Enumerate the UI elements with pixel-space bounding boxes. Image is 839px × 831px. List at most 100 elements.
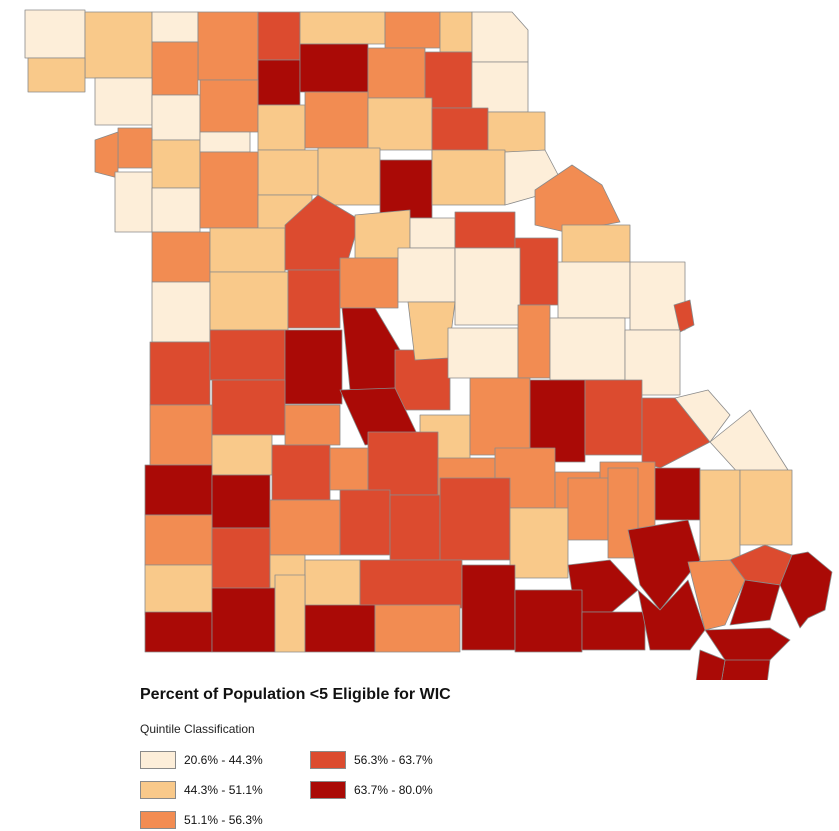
county-region bbox=[534, 164, 621, 233]
county-region bbox=[304, 91, 369, 149]
legend-label-class-2: 44.3% - 51.1% bbox=[184, 783, 263, 797]
county-region bbox=[629, 261, 686, 331]
county-region bbox=[339, 257, 399, 309]
county-region bbox=[257, 149, 319, 196]
legend-swatch-class-3 bbox=[140, 811, 176, 829]
legend-label-class-3: 51.1% - 56.3% bbox=[184, 813, 263, 827]
county-region bbox=[447, 327, 519, 379]
county-region bbox=[431, 149, 506, 206]
county-region bbox=[517, 304, 551, 379]
county-region bbox=[199, 151, 259, 229]
county-region bbox=[211, 587, 276, 653]
legend-label-class-1: 20.6% - 44.3% bbox=[184, 753, 263, 767]
county-region bbox=[151, 139, 201, 189]
county-region bbox=[197, 11, 259, 81]
county-region bbox=[257, 104, 306, 151]
county-region bbox=[584, 379, 643, 456]
county-region bbox=[374, 604, 461, 653]
map-legend: Percent of Population <5 Eligible for WI… bbox=[140, 686, 560, 829]
county-region bbox=[94, 77, 153, 126]
county-region bbox=[695, 649, 726, 680]
county-region bbox=[367, 47, 426, 99]
legend-item-class-3: 51.1% - 56.3% bbox=[140, 810, 263, 830]
county-region bbox=[284, 404, 341, 446]
legend-item-class-1: 20.6% - 44.3% bbox=[140, 750, 263, 770]
county-region bbox=[567, 477, 609, 541]
county-region bbox=[151, 94, 201, 141]
county-region bbox=[257, 11, 301, 61]
legend-label-class-4: 56.3% - 63.7% bbox=[354, 753, 433, 767]
county-region bbox=[384, 11, 441, 49]
county-region bbox=[151, 187, 201, 233]
county-region bbox=[549, 317, 626, 381]
county-region bbox=[454, 247, 521, 326]
county-region bbox=[24, 9, 86, 59]
legend-swatch-class-1 bbox=[140, 751, 176, 769]
county-regions bbox=[24, 9, 833, 680]
county-region bbox=[149, 404, 213, 466]
county-region bbox=[641, 397, 711, 469]
legend-subtitle: Quintile Classification bbox=[140, 722, 255, 736]
county-region bbox=[699, 469, 741, 563]
legend-item-class-4: 56.3% - 63.7% bbox=[310, 750, 433, 770]
county-region bbox=[94, 131, 119, 179]
county-region bbox=[367, 431, 439, 496]
county-region bbox=[299, 43, 369, 93]
county-region bbox=[341, 307, 401, 391]
county-region bbox=[359, 559, 463, 609]
county-region bbox=[687, 559, 746, 631]
legend-item-class-2: 44.3% - 51.1% bbox=[140, 780, 263, 800]
county-region bbox=[257, 59, 301, 106]
county-region bbox=[514, 589, 583, 653]
county-region bbox=[211, 379, 286, 436]
county-region bbox=[271, 444, 331, 501]
county-region bbox=[144, 464, 213, 516]
county-region bbox=[151, 11, 199, 43]
county-region bbox=[624, 329, 681, 396]
legend-swatch-class-5 bbox=[310, 781, 346, 799]
legend-swatch-class-2 bbox=[140, 781, 176, 799]
county-region bbox=[284, 194, 361, 271]
county-region bbox=[211, 527, 271, 599]
county-region bbox=[471, 61, 529, 113]
county-region bbox=[151, 231, 211, 283]
county-region bbox=[284, 329, 343, 405]
county-region bbox=[299, 11, 386, 45]
choropleth-map bbox=[24, 9, 833, 680]
county-region bbox=[469, 377, 531, 456]
county-region bbox=[409, 217, 456, 249]
county-region bbox=[211, 434, 273, 476]
county-region bbox=[487, 111, 546, 153]
county-region bbox=[211, 474, 271, 529]
county-region bbox=[209, 227, 286, 273]
county-region bbox=[627, 519, 701, 611]
county-region bbox=[397, 247, 456, 303]
legend-item-class-5: 63.7% - 80.0% bbox=[310, 780, 433, 800]
county-region bbox=[581, 611, 646, 651]
county-region bbox=[329, 447, 369, 491]
legend-label-class-5: 63.7% - 80.0% bbox=[354, 783, 433, 797]
county-region bbox=[199, 131, 251, 153]
county-region bbox=[144, 564, 213, 616]
legend-title: Percent of Population <5 Eligible for WI… bbox=[140, 686, 451, 703]
county-region bbox=[529, 379, 586, 463]
county-region bbox=[114, 171, 153, 233]
county-region bbox=[117, 127, 153, 169]
county-region bbox=[379, 159, 433, 219]
county-region bbox=[514, 237, 559, 306]
county-region bbox=[151, 41, 199, 96]
county-region bbox=[729, 579, 781, 626]
county-region bbox=[389, 494, 441, 561]
county-region bbox=[149, 341, 211, 406]
county-region bbox=[151, 281, 211, 343]
county-region bbox=[339, 489, 391, 556]
county-region bbox=[509, 507, 569, 579]
county-region bbox=[274, 574, 306, 653]
county-region bbox=[461, 564, 516, 651]
county-region bbox=[557, 261, 631, 319]
county-region bbox=[561, 224, 631, 266]
county-region bbox=[471, 11, 529, 63]
county-region bbox=[269, 499, 341, 556]
county-region bbox=[144, 611, 213, 653]
county-region bbox=[673, 299, 695, 333]
